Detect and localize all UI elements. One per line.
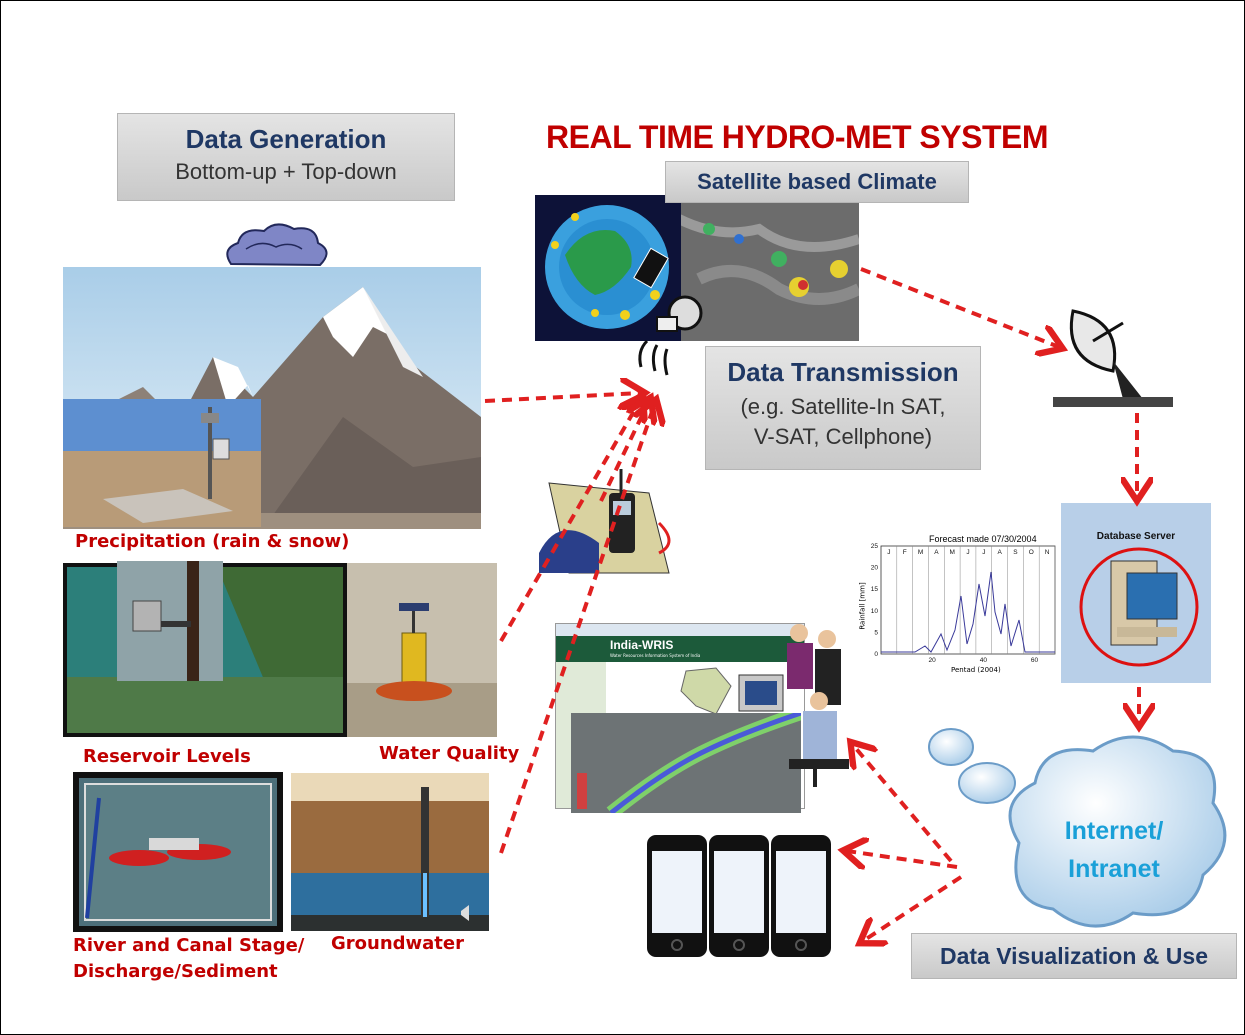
satellite-dish-icon	[1053, 309, 1173, 407]
month-tick-label: O	[1029, 549, 1034, 556]
chart-frame	[880, 545, 1056, 655]
month-tick-label: A	[934, 549, 939, 556]
mobile-phone-2	[709, 835, 769, 957]
database-server-panel: Database Server	[1061, 503, 1211, 683]
water-quality-photo	[347, 563, 497, 737]
data-visualization-box: Data Visualization & Use	[911, 933, 1237, 979]
forecast-chart-title: Forecast made 07/30/2004	[929, 534, 1037, 544]
diagram-title: REAL TIME HYDRO-MET SYSTEM	[546, 119, 1048, 155]
month-tick-label: N	[1045, 549, 1050, 556]
cellular-transmission-icon	[539, 469, 671, 574]
month-tick-label: M	[949, 549, 954, 556]
month-tick-label: J	[966, 549, 969, 556]
x-tick-label: 40	[980, 657, 988, 664]
mobile-phone-3	[771, 835, 831, 957]
arrow-mountain-to-satellite	[484, 393, 641, 401]
satellite-imagery	[679, 199, 859, 341]
cloud-text-line2: Intranet	[1068, 855, 1160, 883]
precipitation-label: Precipitation (rain & snow)	[75, 531, 350, 552]
data-generation-subtitle: Bottom-up + Top-down	[175, 159, 397, 184]
reservoir-levels-label: Reservoir Levels	[83, 746, 251, 767]
river-canal-label-line1: River and Canal Stage/	[73, 935, 305, 956]
rain-gauge-station-photo	[63, 399, 261, 527]
internet-intranet-cloud: Internet/ Intranet	[923, 713, 1241, 937]
x-tick-label: 60	[1031, 657, 1039, 664]
arrow-satellite-to-dish	[860, 267, 1059, 347]
satellite-icon	[633, 247, 703, 376]
data-transmission-title: Data Transmission	[727, 357, 959, 387]
people-at-workstation-icon	[738, 624, 849, 787]
month-tick-label: M	[918, 549, 923, 556]
website-tagline: Water Resources Information System of In…	[610, 653, 701, 658]
month-tick-label: S	[1013, 549, 1018, 556]
mobile-phone-1	[647, 835, 707, 957]
data-transmission-box: Data Transmission (e.g. Satellite-In SAT…	[705, 346, 981, 470]
forecast-chart: Forecast made 07/30/2004 Rainfall [mm] P…	[855, 534, 1065, 674]
forecast-trace	[881, 571, 1055, 653]
forecast-chart-xlabel: Pentad (2004)	[951, 666, 1001, 674]
y-tick-label: 15	[871, 586, 879, 593]
y-tick-label: 5	[874, 629, 878, 636]
database-server-label: Database Server	[1096, 531, 1176, 542]
groundwater-diagram	[291, 773, 489, 931]
data-transmission-line1: (e.g. Satellite-In SAT,	[740, 394, 946, 419]
satellite-climate-label: Satellite based Climate	[697, 169, 937, 194]
water-quality-label: Water Quality	[379, 743, 520, 764]
data-generation-title: Data Generation	[185, 124, 387, 154]
month-tick-label: F	[903, 549, 907, 556]
month-tick-label: A	[997, 549, 1002, 556]
reservoir-sensor-photo	[117, 561, 223, 681]
x-tick-label: 20	[929, 657, 937, 664]
y-tick-label: 25	[871, 543, 879, 550]
website-name: India-WRIS	[610, 638, 674, 652]
data-visualization-label: Data Visualization & Use	[940, 943, 1208, 969]
satellite-climate-box: Satellite based Climate	[665, 161, 969, 203]
groundwater-label: Groundwater	[331, 933, 464, 954]
data-generation-box: Data Generation Bottom-up + Top-down	[117, 113, 455, 201]
river-discharge-photo	[73, 772, 283, 932]
y-tick-label: 10	[871, 608, 879, 615]
data-transmission-line2: V-SAT, Cellphone)	[753, 424, 933, 449]
river-canal-label-line2: Discharge/Sediment	[73, 961, 278, 982]
y-tick-label: 0	[874, 651, 878, 658]
cloud-text-line1: Internet/	[1064, 817, 1164, 845]
month-tick-label: J	[982, 549, 985, 556]
y-tick-label: 20	[871, 565, 879, 572]
month-tick-label: J	[887, 549, 890, 556]
